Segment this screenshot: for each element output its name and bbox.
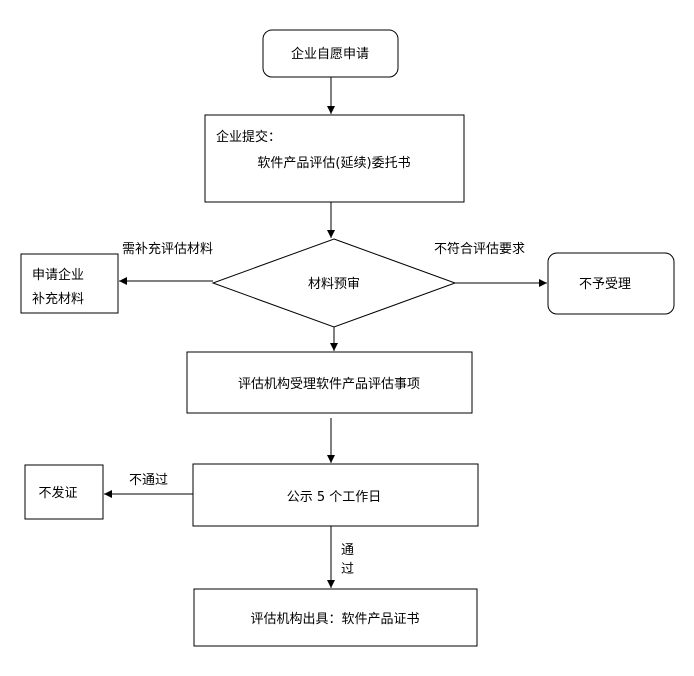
submit-node: 企业提交： 软件产品评估(延续)委托书 — [204, 114, 465, 203]
review-decision-label: 材料预审 — [308, 277, 360, 292]
issue-node-label: 评估机构出具：软件产品证书 — [250, 612, 419, 627]
start-node-label: 企业自愿申请 — [291, 46, 369, 62]
accept-node: 评估机构受理软件产品评估事项 — [186, 351, 473, 414]
edge-label-not-compliant: 不符合评估要求 — [434, 241, 525, 257]
issue-node: 评估机构出具：软件产品证书 — [193, 588, 478, 647]
submit-node-body: 软件产品评估(延续)委托书 — [257, 156, 410, 171]
supplement-node-line-2: 补充材料 — [32, 291, 84, 307]
accept-node-label: 评估机构受理软件产品评估事项 — [238, 377, 420, 392]
publicity-node-label: 公示 5 个工作日 — [287, 490, 382, 505]
reject-node-label: 不予受理 — [579, 277, 631, 292]
reject-node: 不予受理 — [547, 252, 675, 315]
edge-label-passed-line-1: 通 — [341, 543, 354, 558]
supplement-node-line-1: 申请企业 — [32, 267, 84, 283]
edge-label-not-passed: 不通过 — [129, 473, 168, 488]
submit-node-title: 企业提交： — [216, 129, 281, 145]
no-cert-node: 不发证 — [24, 464, 104, 520]
supplement-node: 申请企业 补充材料 — [20, 253, 119, 314]
no-cert-node-label: 不发证 — [38, 485, 77, 501]
publicity-node: 公示 5 个工作日 — [192, 463, 479, 527]
edge-label-need-supplement: 需补充评估材料 — [122, 241, 213, 257]
edge-label-passed-line-2: 过 — [341, 562, 354, 577]
review-decision-node: 材料预审 — [211, 238, 457, 328]
start-node: 企业自愿申请 — [262, 29, 399, 78]
